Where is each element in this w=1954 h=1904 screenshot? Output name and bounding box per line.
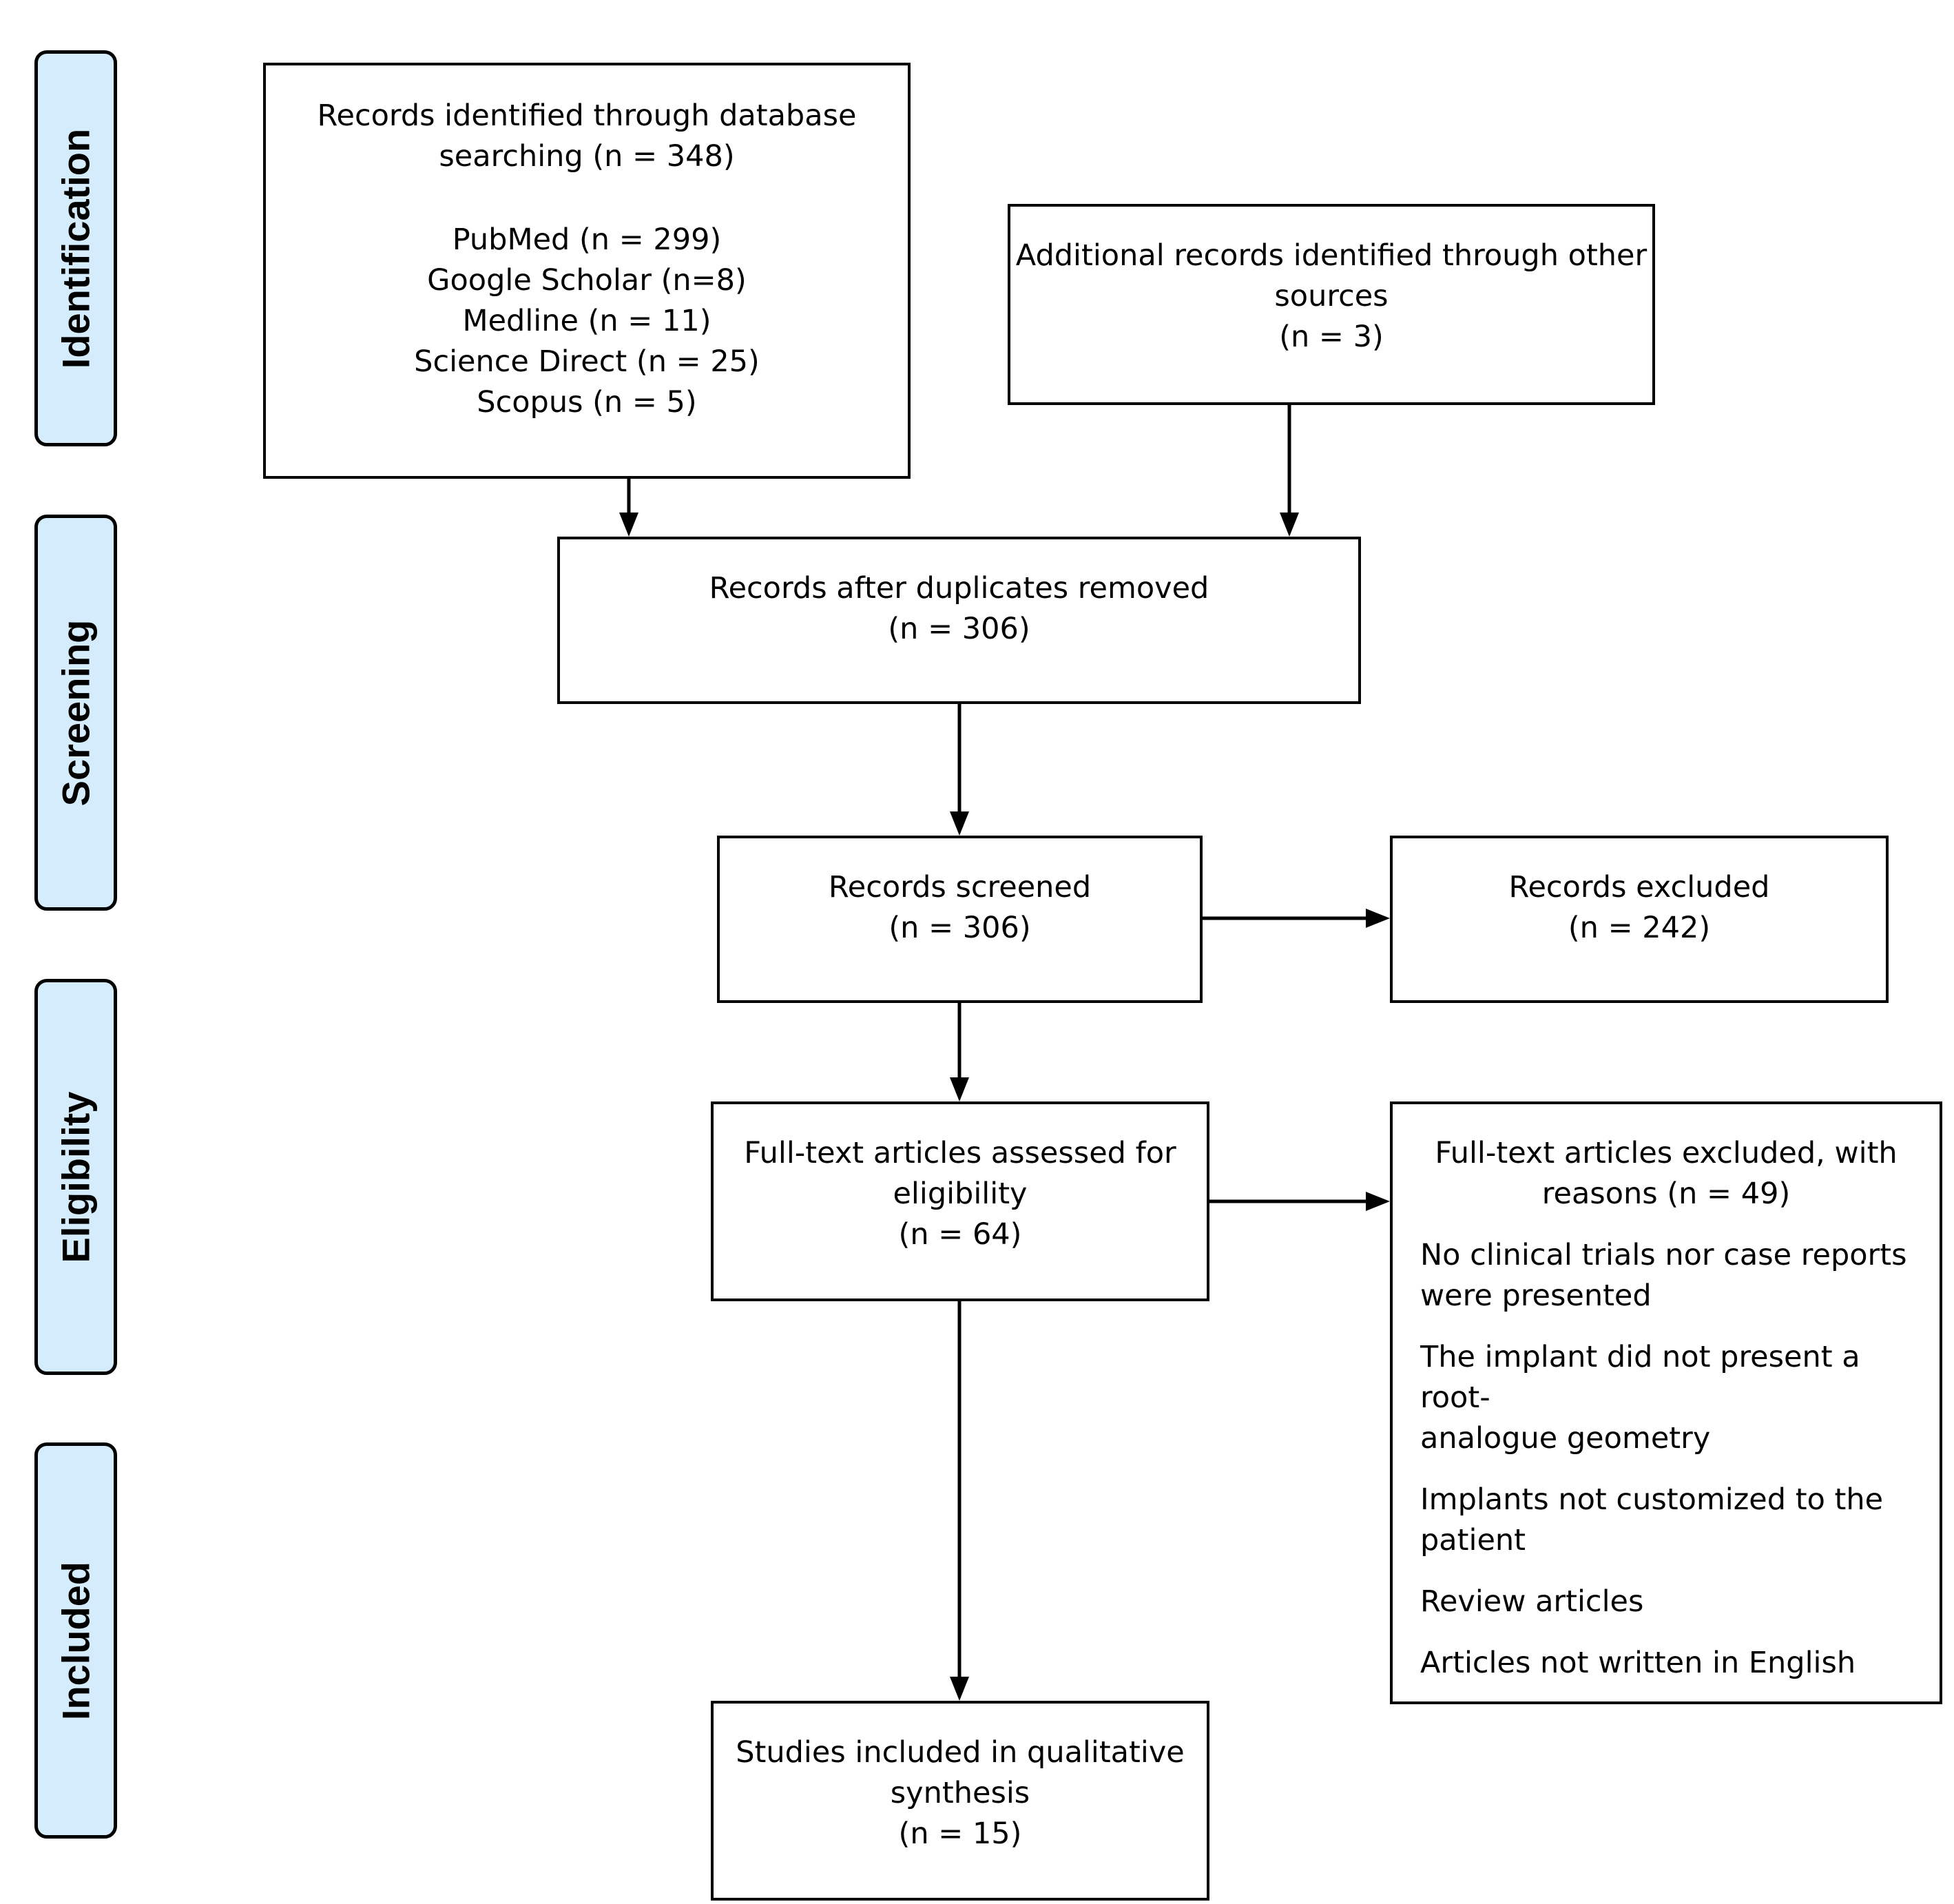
- reason-item: Implants not customized to the patient: [1420, 1480, 1926, 1561]
- stage-screening: Screening: [34, 515, 117, 911]
- other-sources-line-1: Additional records identified through ot…: [1015, 238, 1648, 273]
- database-search-line-1: Records identified through database: [317, 99, 857, 133]
- fulltext-assessed-line-2: eligibility: [893, 1177, 1028, 1211]
- stage-identification-label: Identification: [54, 128, 98, 369]
- arrowhead-other-to-duplicates: [1280, 513, 1299, 537]
- fulltext-assessed-line-3: (n = 64): [898, 1217, 1022, 1252]
- stage-identification: Identification: [34, 50, 117, 446]
- stage-screening-label: Screening: [54, 619, 98, 806]
- source-scopus: Scopus (n = 5): [477, 385, 697, 420]
- fulltext-excluded-box: Full-text articles excluded, with reason…: [1390, 1101, 1942, 1704]
- records-screened-line-2: (n = 306): [888, 911, 1031, 945]
- other-sources-line-2: sources: [1274, 279, 1389, 313]
- arrowhead-fulltext-to-included: [950, 1677, 969, 1701]
- records-excluded-box: Records excluded (n = 242): [1390, 836, 1889, 1003]
- reason-item: No clinical trials nor case reports were…: [1420, 1235, 1926, 1316]
- other-sources-box: Additional records identified through ot…: [1008, 204, 1655, 405]
- arrowhead-screened-to-fulltext: [950, 1077, 969, 1101]
- arrowhead-fulltext-to-excluded: [1366, 1192, 1390, 1211]
- fulltext-assessed-box: Full-text articles assessed for eligibil…: [711, 1101, 1209, 1301]
- database-search-box: Records identified through database sear…: [263, 63, 911, 479]
- reason-2-line-2: analogue geometry: [1420, 1421, 1711, 1456]
- reason-1-line-2: were presented: [1420, 1279, 1652, 1313]
- records-screened-line-1: Records screened: [828, 870, 1092, 904]
- studies-included-box: Studies included in qualitative synthesi…: [711, 1701, 1209, 1901]
- fulltext-excluded-line-2: reasons (n = 49): [1541, 1177, 1791, 1211]
- records-screened-box: Records screened (n = 306): [717, 836, 1203, 1003]
- stage-included-label: Included: [54, 1561, 98, 1720]
- other-sources-line-3: (n = 3): [1279, 320, 1384, 354]
- arrowhead-database-to-duplicates: [619, 513, 638, 537]
- reason-2-line-1: The implant did not present a root-: [1420, 1340, 1860, 1415]
- arrowhead-duplicates-to-screened: [950, 811, 969, 836]
- reason-3-line-2: patient: [1420, 1523, 1526, 1558]
- reason-item: The implant did not present a root- anal…: [1420, 1337, 1926, 1459]
- arrowhead-screened-to-excluded: [1366, 909, 1390, 928]
- studies-included-line-1: Studies included in qualitative: [736, 1735, 1185, 1770]
- stage-eligibility-label: Eligibility: [54, 1091, 98, 1263]
- source-pubmed: PubMed (n = 299): [452, 223, 722, 257]
- reason-4-line-1: Review articles: [1420, 1584, 1644, 1619]
- reason-1-line-1: No clinical trials nor case reports: [1420, 1238, 1907, 1272]
- reason-item: Review articles: [1420, 1582, 1926, 1622]
- duplicates-removed-box: Records after duplicates removed (n = 30…: [557, 537, 1361, 704]
- duplicates-removed-line-2: (n = 306): [888, 612, 1030, 646]
- studies-included-line-2: synthesis: [890, 1776, 1030, 1810]
- database-search-line-2: searching (n = 348): [439, 139, 735, 174]
- source-science-direct: Science Direct (n = 25): [414, 344, 760, 379]
- reason-5-line-1: Articles not written in English: [1420, 1646, 1856, 1680]
- stage-eligibility: Eligibility: [34, 979, 117, 1375]
- duplicates-removed-line-1: Records after duplicates removed: [709, 571, 1209, 606]
- reason-item: Articles not written in English: [1420, 1643, 1926, 1684]
- stage-included: Included: [34, 1442, 117, 1839]
- source-google-scholar: Google Scholar (n=8): [427, 263, 747, 298]
- reason-3-line-1: Implants not customized to the: [1420, 1482, 1884, 1517]
- fulltext-excluded-line-1: Full-text articles excluded, with: [1435, 1136, 1898, 1170]
- records-excluded-line-1: Records excluded: [1508, 870, 1770, 904]
- records-excluded-line-2: (n = 242): [1568, 911, 1711, 945]
- fulltext-assessed-line-1: Full-text articles assessed for: [744, 1136, 1176, 1170]
- source-medline: Medline (n = 11): [462, 304, 711, 338]
- studies-included-line-3: (n = 15): [898, 1817, 1022, 1851]
